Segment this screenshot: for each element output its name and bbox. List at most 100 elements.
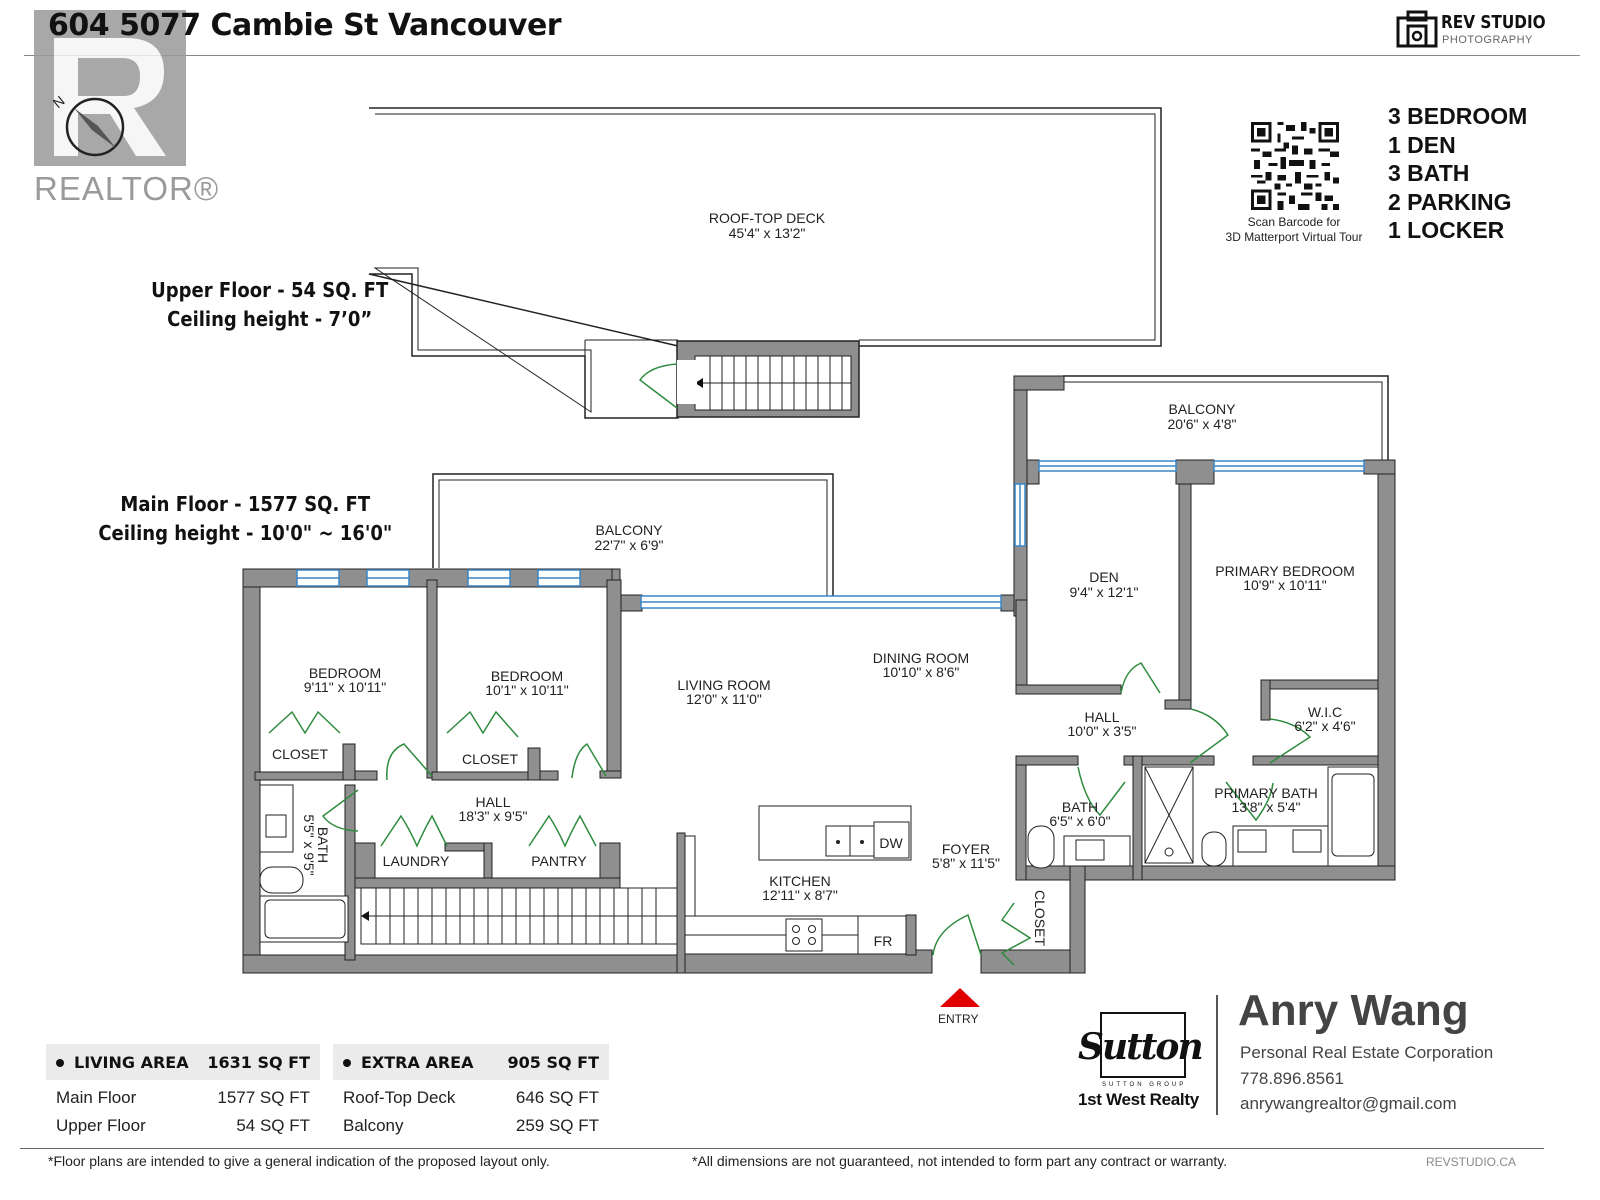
primary-bath-dim: 13'8" x 5'4" — [1232, 799, 1301, 815]
agent-name: Anry Wang — [1238, 986, 1469, 1035]
sink-icon — [1075, 839, 1105, 861]
qr-code[interactable] — [1250, 122, 1340, 210]
qr-caption-line2: 3D Matterport Virtual Tour — [1225, 230, 1363, 244]
cooktop-icon — [785, 918, 823, 952]
main-floor-area: Main Floor - 1577 SQ. FT — [120, 492, 371, 516]
area-row-value: 259 SQ FT — [515, 1116, 599, 1135]
main-floor-label: Main Floor - 1577 SQ. FT Ceiling height … — [98, 490, 392, 548]
area-row-value: 54 SQ FT — [236, 1116, 310, 1135]
studio-website[interactable]: REVSTUDIO.CA — [1426, 1155, 1517, 1169]
bath-west-dim: 5'5" x 9'5" — [301, 814, 317, 875]
primary-bath-name: PRIMARY BATH — [1214, 785, 1317, 801]
main-floor-ceiling: Ceiling height - 10'0" ~ 16'0" — [98, 521, 393, 545]
balcony-main-dim: 22'7" x 6'9" — [595, 537, 664, 553]
extra-area-header: EXTRA AREA 905 SQ FT — [333, 1044, 609, 1080]
hall-east-dim: 10'0" x 3'5" — [1068, 723, 1137, 739]
feature-parking: 2 PARKING — [1388, 188, 1512, 215]
kitchen-dim: 12'11" x 8'7" — [762, 887, 838, 903]
upper-floor-label: Upper Floor - 54 SQ. FT Ceiling height -… — [151, 276, 388, 334]
hall-east-name: HALL — [1084, 709, 1119, 725]
sutton-logo: Sutton SUTTON GROUP 1st West Realty — [1076, 1012, 1208, 1116]
stair-direction-arrow-icon — [361, 911, 369, 921]
toilet-icon — [1027, 825, 1055, 869]
extra-area-total: 905 SQ FT — [507, 1052, 599, 1072]
den-name: DEN — [1089, 569, 1119, 585]
agent-title: Personal Real Estate Corporation — [1240, 1043, 1494, 1062]
upper-floor-ceiling: Ceiling height - 7’0” — [167, 307, 373, 331]
area-row-label: Balcony — [343, 1116, 404, 1135]
area-row: Balcony 259 SQ FT — [333, 1112, 609, 1140]
hall-west-name: HALL — [475, 794, 510, 810]
balcony-main-outline — [432, 473, 834, 597]
entry-label: ENTRY — [938, 1012, 979, 1026]
stair-direction-arrow-icon — [695, 378, 703, 388]
fridge-label: FR — [874, 933, 893, 949]
wic-dim: 6'2" x 4'6" — [1294, 718, 1355, 734]
camera-icon — [1396, 10, 1438, 48]
sutton-group-label: SUTTON GROUP — [1102, 1082, 1187, 1088]
sink-icon — [1237, 829, 1267, 853]
rev-studio-subtitle: PHOTOGRAPHY — [1442, 34, 1533, 46]
room-labels: BEDROOM 9'11" x 10'11" BEDROOM 10'1" x 1… — [272, 563, 1356, 946]
qr-caption: Scan Barcode for 3D Matterport Virtual T… — [1210, 215, 1378, 245]
bedroom2-name: BEDROOM — [491, 668, 563, 684]
wic-name: W.I.C — [1308, 704, 1342, 720]
header-divider — [24, 55, 1580, 56]
upper-stairs — [638, 340, 860, 418]
feature-bedrooms: 3 BEDROOM — [1388, 103, 1528, 129]
sutton-script: Sutton — [1078, 1026, 1204, 1068]
living-area-table: LIVING AREA 1631 SQ FT Main Floor 1577 S… — [46, 1044, 320, 1140]
feature-locker: 1 LOCKER — [1388, 217, 1505, 243]
agent-email[interactable]: anrywangrealtor@gmail.com — [1240, 1094, 1457, 1113]
extra-area-title: EXTRA AREA — [343, 1053, 473, 1072]
bullet-icon — [343, 1059, 351, 1067]
dining-name: DINING ROOM — [873, 650, 969, 666]
interior-walls — [254, 483, 1379, 974]
living-area-label: LIVING AREA — [74, 1052, 189, 1072]
rev-studio-name: REV STUDIO — [1441, 12, 1546, 33]
fridge — [857, 915, 907, 955]
area-row-label: Upper Floor — [56, 1116, 146, 1135]
foyer-dim: 5'8" x 11'5" — [932, 855, 1000, 871]
den-dim: 9'4" x 12'1" — [1070, 584, 1139, 600]
main-stairs — [360, 887, 678, 945]
page-title: 604 5077 Cambie St Vancouver — [48, 8, 562, 43]
living-area-title: LIVING AREA — [56, 1053, 189, 1072]
dishwasher-label: DW — [879, 835, 903, 851]
sink-icon — [1292, 829, 1322, 853]
door-swings — [268, 662, 1312, 966]
area-row-label: Main Floor — [56, 1088, 137, 1107]
bedroom1-name: BEDROOM — [309, 665, 381, 681]
closet1-name: CLOSET — [272, 746, 328, 762]
feature-baths: 3 BATH — [1388, 160, 1470, 186]
sutton-logo-frame — [1100, 1012, 1186, 1078]
area-row: Main Floor 1577 SQ FT — [46, 1084, 320, 1112]
bullet-icon — [56, 1059, 64, 1067]
bath-fixtures — [259, 766, 1379, 943]
realtor-logo: REALTOR® — [34, 10, 218, 207]
door-swing-icon — [638, 363, 678, 409]
agent-phone[interactable]: 778.896.8561 — [1240, 1069, 1344, 1088]
brokerage-name: 1st West Realty — [1078, 1090, 1199, 1109]
laundry-name: LAUNDRY — [383, 853, 450, 869]
dishwasher — [873, 821, 910, 859]
bedroom1-dim: 9'11" x 10'11" — [304, 679, 387, 695]
agent-divider — [1216, 995, 1218, 1115]
roof-deck-dim: 45'4" x 13'2" — [729, 225, 806, 241]
upper-floor-area: Upper Floor - 54 SQ. FT — [151, 278, 389, 302]
living-dim: 12'0" x 11'0" — [686, 691, 762, 707]
kitchen-name: KITCHEN — [769, 873, 830, 889]
windows — [296, 460, 1365, 609]
balcony-east-name: BALCONY — [1169, 401, 1237, 417]
roof-deck-outline — [368, 107, 1162, 419]
primary-bedroom-dim: 10'9" x 10'11" — [1243, 577, 1327, 593]
living-area-header: LIVING AREA 1631 SQ FT — [46, 1044, 320, 1080]
rev-studio-logo: REV STUDIO PHOTOGRAPHY — [1396, 10, 1576, 50]
area-row: Upper Floor 54 SQ FT — [46, 1112, 320, 1140]
balcony-east-dim: 20'6" x 4'8" — [1168, 416, 1237, 432]
dining-dim: 10'10" x 8'6" — [883, 664, 960, 680]
roof-deck-name: ROOF-TOP DECK — [709, 210, 826, 226]
bath-east-dim: 6'5" x 6'0" — [1049, 813, 1110, 829]
feature-list: 3 BEDROOM 1 DEN 3 BATH 2 PARKING 1 LOCKE… — [1388, 102, 1527, 245]
